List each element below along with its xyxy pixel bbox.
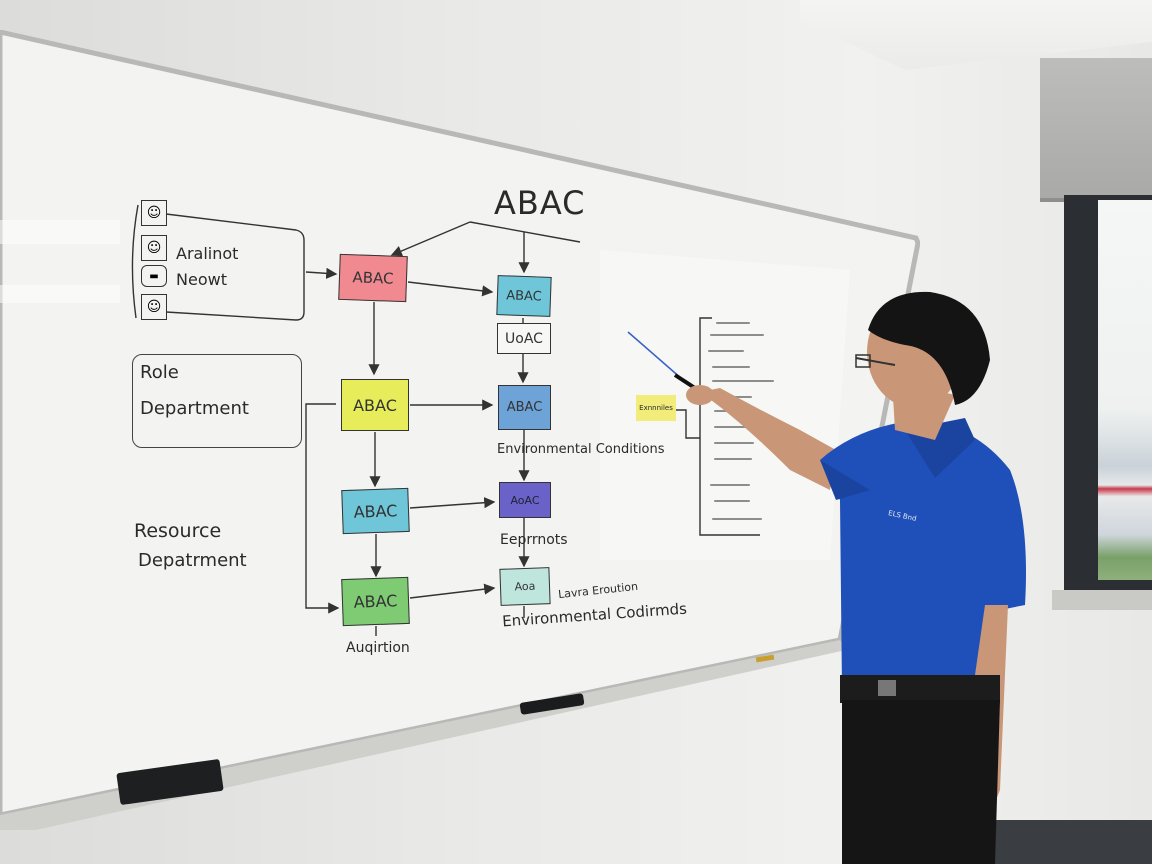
abac-box-right-purple: AoAC (499, 482, 551, 518)
window-sill (1052, 590, 1152, 610)
role-label: Role (140, 362, 179, 383)
eppernots-label: Eeprrnots (500, 532, 568, 548)
resource-label: Resource (134, 520, 222, 542)
env-conditions-label-1: Environmental Conditions (497, 442, 665, 457)
abac-box-right-blue: ABAC (498, 385, 551, 430)
window-blind (1040, 58, 1152, 202)
uoac-box: UoAC (497, 323, 551, 354)
sticky-note: Exnnniles (636, 395, 676, 421)
resource-department-label: Depatrment (138, 550, 247, 571)
sticky-note-text: Exnnniles (639, 404, 673, 412)
floor-mat (985, 820, 1152, 864)
device-icon: ▬ (141, 265, 167, 287)
diagram-title: ABAC (494, 184, 586, 222)
window-view (1098, 200, 1152, 580)
subject-label-2: Neowt (176, 270, 227, 289)
user-icon: ☺ (141, 235, 167, 261)
department-label: Department (140, 398, 249, 419)
abac-box-yellow: ABAC (341, 379, 409, 431)
user-icon: ☺ (141, 294, 167, 320)
role-box (132, 354, 302, 448)
user-icon: ☺ (141, 200, 167, 226)
subject-label-1: Aralinot (176, 244, 239, 263)
aquirtion-label: Auqirtion (346, 640, 410, 656)
